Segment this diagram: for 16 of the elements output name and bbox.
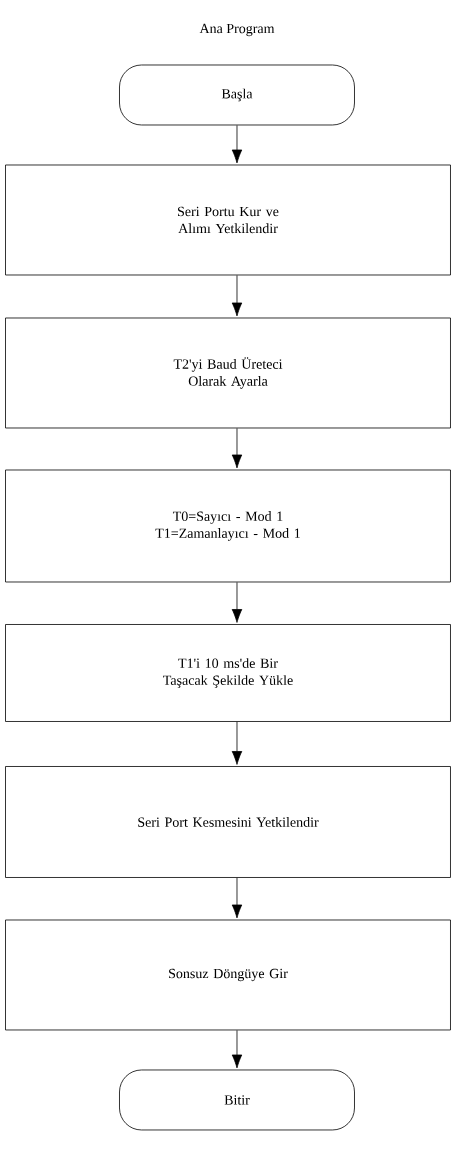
process-box: Seri Portu Kur ve Alımı Yetkilendir	[5, 164, 451, 276]
process-box: T2'yi Baud Üreteci Olarak Ayarla	[5, 317, 451, 429]
arrow	[231, 877, 243, 919]
process-box: T1'i 10 ms'de Bir Taşacak Şekilde Yükle	[5, 624, 451, 722]
arrow	[231, 125, 243, 164]
arrow	[231, 1030, 243, 1069]
process-box: Sonsuz Döngüye Gir	[5, 919, 451, 1031]
process-box: Seri Port Kesmesini Yetkilendir	[5, 766, 451, 878]
arrow	[231, 428, 243, 469]
arrow	[231, 275, 243, 317]
arrow	[231, 721, 243, 765]
process-box: T0=Sayıcı - Mod 1 T1=Zamanlayıcı - Mod 1	[5, 469, 451, 583]
terminal-box: Bitir	[119, 1069, 355, 1131]
arrow	[231, 582, 243, 623]
title: Ana Program	[199, 23, 275, 37]
terminal-box: Başla	[119, 64, 355, 126]
